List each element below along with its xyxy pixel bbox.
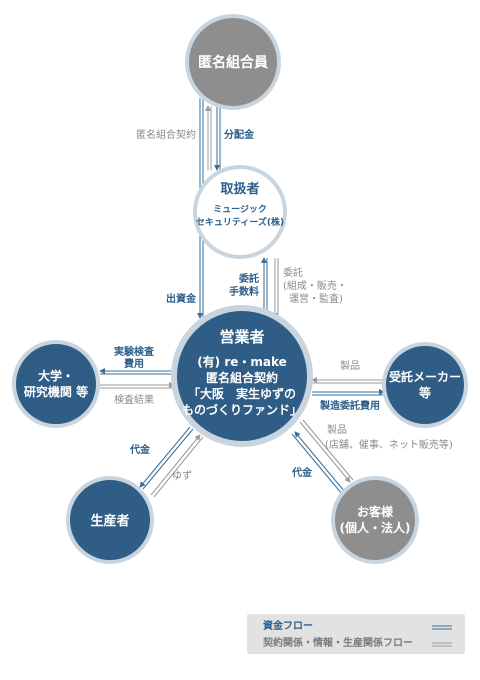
node-operator-line2: 匿名組合契約: [206, 370, 278, 385]
node-customer-line2: (個人・法人): [340, 520, 411, 535]
label-investor-contract: 匿名組合契約: [136, 128, 196, 141]
node-handler-line1: ミュージック: [213, 204, 267, 215]
label-investment: 出資金: [166, 292, 197, 305]
label-product-customer-2: (店舗、催事、ネット販売等): [325, 438, 453, 451]
label-product-customer-1: 製品: [327, 423, 347, 436]
node-operator-line3: 「大阪 実生ゆずの: [188, 386, 296, 401]
node-operator-line4: ものづくりファンド」: [182, 402, 302, 417]
label-entrust-3: 運営・監査): [289, 292, 343, 305]
label-entrust-2: (組成・販売・: [283, 279, 347, 292]
node-university-line1: 大学・: [38, 368, 74, 383]
label-entrust-1: 委託: [283, 266, 303, 279]
label-dividend: 分配金: [224, 128, 255, 141]
legend: 資金フロー 契約関係・情報・生産関係フロー: [247, 614, 465, 654]
link-operator-maker: [311, 377, 385, 396]
link-operator-customer: [291, 419, 354, 495]
node-handler: 取扱者 ミュージック セキュリティーズ(株): [193, 165, 287, 259]
label-payment-customer: 代金: [291, 466, 313, 479]
node-operator-line1: (有) re・make: [197, 354, 287, 369]
legend-fund-flow-line: [432, 625, 452, 630]
label-lab-fee-1: 実験検査: [114, 345, 155, 358]
node-maker-line2: 等: [418, 385, 431, 400]
label-product: 製品: [340, 359, 360, 372]
node-producer-label: 生産者: [90, 513, 129, 529]
node-operator-title: 営業者: [219, 328, 264, 346]
node-university-line2: 研究機関 等: [24, 384, 88, 399]
label-payment-producer: 代金: [129, 443, 151, 456]
label-lab-fee-2: 費用: [124, 357, 144, 370]
node-handler-line2: セキュリティーズ(株): [196, 216, 284, 228]
node-investors-label: 匿名組合員: [198, 54, 268, 71]
node-maker: 受託メーカー 等: [382, 342, 468, 428]
node-producer: 生産者: [66, 476, 154, 564]
label-commission-1: 委託: [238, 272, 259, 285]
label-commission-2: 手数料: [229, 285, 259, 298]
label-lab-result: 検査結果: [114, 393, 154, 406]
legend-info-flow-line: [432, 642, 452, 647]
node-customer-line1: お客様: [357, 504, 394, 519]
node-handler-title: 取扱者: [220, 181, 259, 197]
node-university: 大学・ 研究機関 等: [12, 340, 100, 428]
legend-info-flow-label: 契約関係・情報・生産関係フロー: [263, 636, 413, 649]
legend-fund-flow-label: 資金フロー: [263, 619, 313, 632]
label-manufacturing-fee: 製造委託費用: [319, 399, 380, 412]
label-yuzu: ゆず: [172, 470, 192, 482]
node-customer: お客様 (個人・法人): [331, 476, 419, 564]
link-operator-producer: [139, 426, 204, 498]
node-operator: 営業者 (有) re・make 匿名組合契約 「大阪 実生ゆずの ものづくりファ…: [171, 305, 313, 447]
node-maker-line1: 受託メーカー: [389, 369, 461, 384]
link-operator-university: [99, 368, 175, 389]
link-handler-operator: [261, 257, 279, 319]
link-investors-handler: [205, 105, 221, 171]
node-investors: 匿名組合員: [185, 14, 281, 110]
